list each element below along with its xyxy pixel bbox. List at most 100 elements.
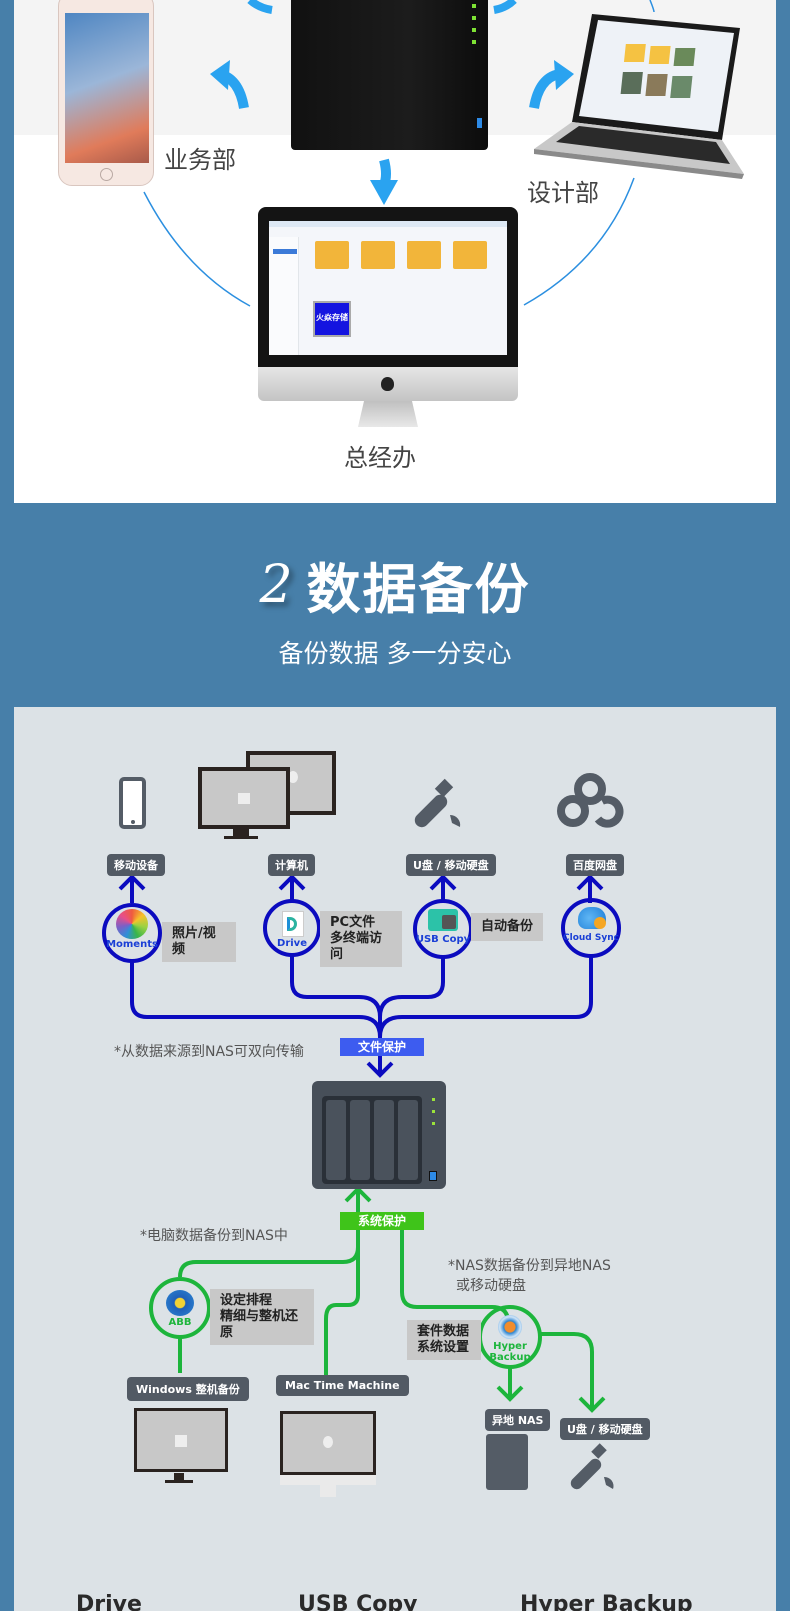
bottom-label-drive: Drive: [76, 1592, 142, 1611]
source-tag-computer: 计算机: [268, 854, 315, 876]
system-protection-lines: [149, 1186, 606, 1413]
hyper-backup-name-line2: Backup: [489, 1352, 531, 1363]
target-tag-usb: U盘 / 移动硬盘: [560, 1418, 650, 1440]
drive-description: PC文件 多终端访问: [320, 911, 402, 967]
system-protection-label: 系统保护: [340, 1212, 424, 1230]
cloud-sync-icon: [578, 907, 606, 929]
backup-diagram-panel: 移动设备 计算机 U盘 / 移动硬盘 百度网盘 Moments Drive US…: [14, 707, 776, 1611]
usb-copy-icon: [428, 909, 458, 931]
drive-desc-line1: PC文件: [330, 915, 376, 930]
hyper-backup-desc-line1: 套件数据: [417, 1324, 470, 1339]
imac-device: 火焱存储: [258, 207, 518, 432]
power-button: [429, 1171, 437, 1181]
laptop-device: [534, 14, 749, 179]
moments-description: 照片/视频: [162, 922, 236, 962]
status-led: [472, 40, 476, 44]
watermark-thumbnail: 火焱存储: [313, 301, 351, 337]
phone-screen: [65, 13, 149, 163]
mac-monitor-icon: [280, 1411, 376, 1475]
hyper-backup-description: 套件数据 系统设置: [407, 1320, 481, 1360]
baidu-cloud-icon: [557, 773, 624, 828]
drive-bay: [374, 1100, 394, 1180]
source-tag-usb: U盘 / 移动硬盘: [406, 854, 496, 876]
mac-chin: [280, 1475, 376, 1485]
usb-drive-icon: [570, 1443, 614, 1490]
remote-backup-note-line1: *NAS数据备份到异地NAS: [448, 1258, 611, 1274]
drive-desc-line2: 多终端访问: [330, 931, 383, 962]
hyper-backup-desc-line2: 系统设置: [417, 1340, 470, 1355]
nas-device: [312, 1081, 446, 1189]
apple-logo-icon: [288, 771, 298, 783]
office-sharing-panel: 火焱存储 业务部 设计部 总经办: [14, 0, 776, 503]
apple-logo-icon: [381, 377, 394, 391]
folder-icon: [361, 241, 395, 269]
target-tag-remote-nas: 异地 NAS: [485, 1409, 551, 1431]
folder-icon: [407, 241, 441, 269]
source-tag-baidu: 百度网盘: [566, 854, 624, 876]
abb-desc-line1: 设定排程: [220, 1293, 273, 1308]
monitor-base: [224, 836, 258, 839]
arrow-down-icon: [370, 180, 398, 205]
mac-stand: [320, 1485, 336, 1497]
smartphone-device: [58, 0, 154, 186]
abb-label: ABB: [168, 1317, 192, 1328]
usb-copy-description: 自动备份: [471, 913, 543, 941]
monitor-stand: [233, 829, 249, 837]
section-subtitle: 备份数据 多一分安心: [278, 639, 512, 668]
dept-label-sales: 业务部: [164, 146, 236, 174]
status-led: [432, 1122, 435, 1125]
drive-icon: [282, 911, 304, 937]
windows-monitor-icon: [134, 1408, 228, 1472]
folder-icon: [315, 241, 349, 269]
power-indicator: [477, 118, 482, 128]
remote-backup-note-line2: 或移动硬盘: [456, 1278, 526, 1294]
laptop-illustration: [534, 14, 744, 179]
apple-logo-icon: [323, 1436, 333, 1448]
hyper-backup-label: Hyper Backup: [480, 1341, 540, 1363]
imac-chin: [258, 367, 518, 401]
target-tag-mac: Mac Time Machine: [276, 1375, 409, 1396]
drive-bay: [398, 1100, 418, 1180]
pc-backup-note: *电脑数据备份到NAS中: [140, 1228, 288, 1244]
file-protection-label: 文件保护: [340, 1038, 424, 1056]
dept-label-design: 设计部: [527, 179, 599, 207]
monitor-stand: [174, 1473, 184, 1481]
windows-monitor-icon: [198, 767, 290, 829]
smartphone-icon: [119, 777, 146, 829]
abb-description: 设定排程 精细与整机还原: [210, 1289, 314, 1345]
section-title: 数据备份: [306, 558, 531, 621]
file-protection-lines: [102, 874, 621, 1078]
windows-logo-icon: [238, 793, 250, 804]
sync-arrows: [210, 0, 574, 205]
status-led: [472, 4, 476, 8]
bottom-label-hyper-backup: Hyper Backup: [520, 1592, 693, 1611]
remote-nas-icon: [486, 1434, 528, 1490]
abb-icon: [166, 1290, 194, 1316]
bottom-label-usb-copy: USB Copy: [298, 1592, 418, 1611]
status-led: [432, 1110, 435, 1113]
cloud-sync-label: Cloud Sync: [563, 933, 619, 943]
drive-bays: [322, 1096, 422, 1184]
hyper-backup-name-line1: Hyper: [493, 1341, 527, 1352]
status-led: [472, 16, 476, 20]
section-number: 2: [259, 554, 293, 615]
arrow-right-icon: [554, 60, 574, 90]
file-protection-note: *从数据来源到NAS可双向传输: [114, 1044, 304, 1060]
folder-icon: [453, 241, 487, 269]
usb-copy-label: USB Copy: [415, 934, 471, 945]
status-led: [432, 1098, 435, 1101]
hyper-backup-icon: [498, 1315, 522, 1339]
drive-bay: [350, 1100, 370, 1180]
arrow-left-icon: [210, 60, 230, 90]
remote-backup-note: *NAS数据备份到异地NAS 或移动硬盘: [448, 1255, 611, 1295]
home-button: [100, 168, 113, 181]
source-tag-mobile: 移动设备: [107, 854, 165, 876]
imac-stand: [358, 401, 418, 427]
status-led: [472, 28, 476, 32]
moments-label: Moments: [106, 939, 158, 950]
dept-label-management: 总经办: [344, 444, 416, 472]
flow-lines: [102, 874, 621, 1413]
drive-bay: [326, 1100, 346, 1180]
nas-device-black: [291, 0, 488, 150]
